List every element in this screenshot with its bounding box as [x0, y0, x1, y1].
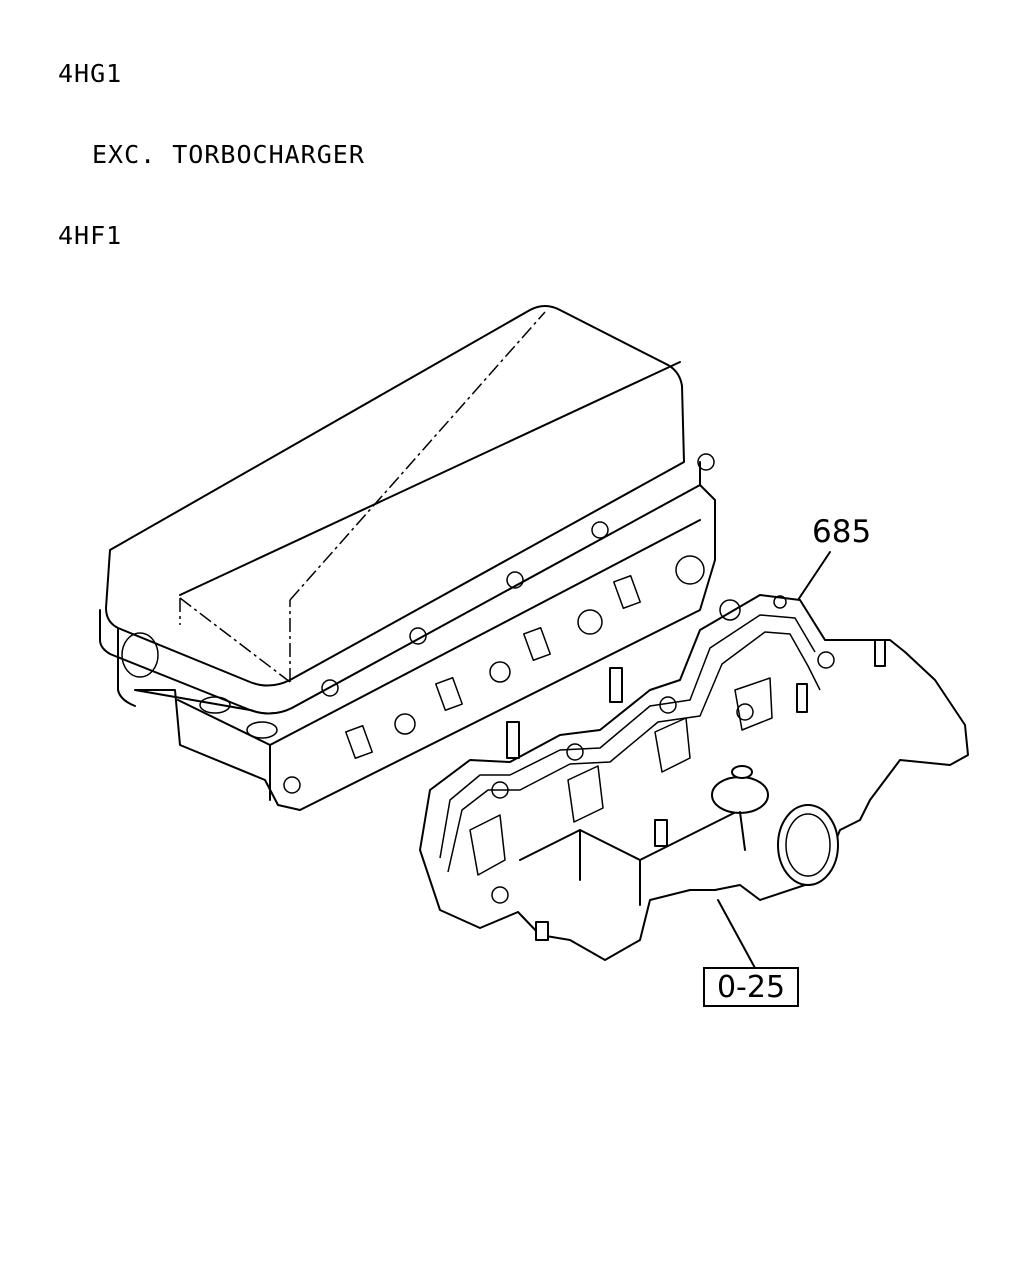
cylinder-head-block	[121, 453, 716, 811]
model-code-4hg1: 4HG1	[58, 59, 123, 88]
exclusion-note: EXC. TORBOCHARGER	[92, 140, 365, 169]
leader-line-0-25	[717, 899, 756, 969]
part-number-callout: 685	[812, 514, 872, 550]
intake-manifold	[419, 594, 969, 961]
model-code-4hf1: 4HF1	[58, 221, 123, 250]
reference-callout-label: 0-25	[716, 969, 786, 1005]
leader-line-685	[797, 551, 831, 601]
applicability-header: 4HG1 EXC. TORBOCHARGER 4HF1	[58, 6, 365, 303]
reference-callout-box[interactable]: 0-25	[703, 967, 799, 1007]
